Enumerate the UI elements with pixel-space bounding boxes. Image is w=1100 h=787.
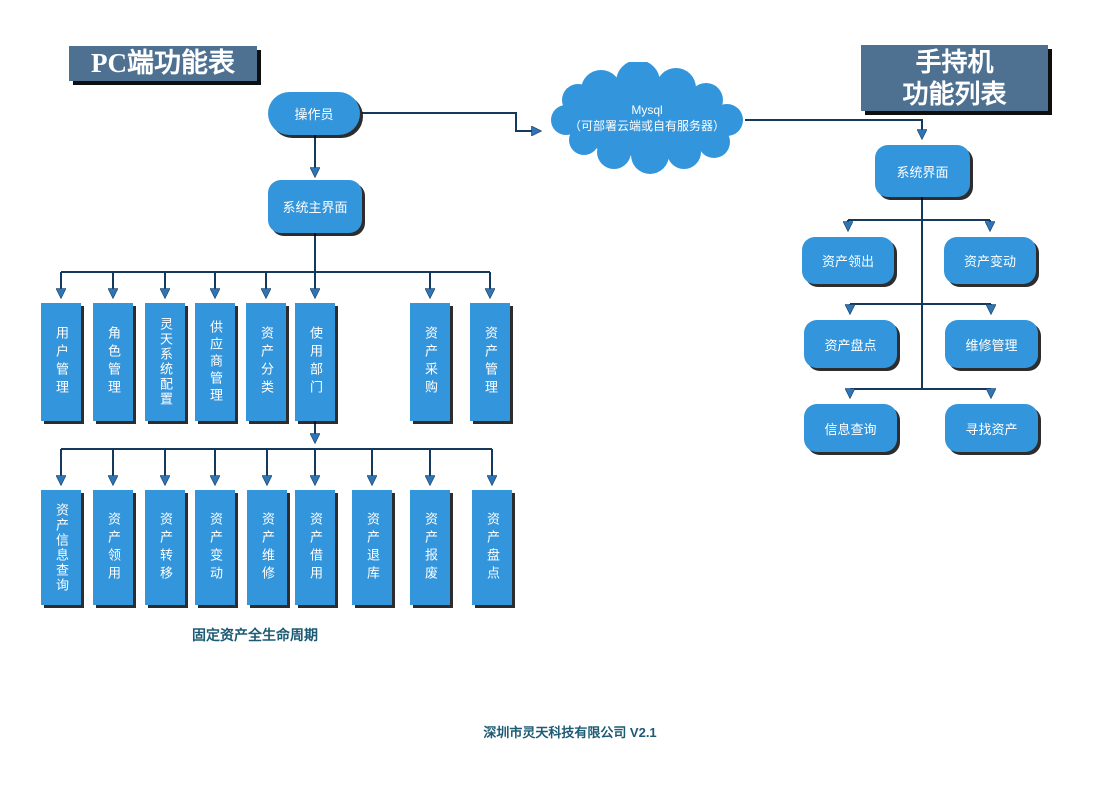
node-hh-asset-change: 资产变动 (944, 237, 1036, 284)
node-asset-change: 资产变动 (195, 490, 235, 605)
node-asset-borrow: 资产借用 (295, 490, 335, 605)
node-operator: 操作员 (268, 92, 360, 135)
node-hh-system-screen: 系统界面 (875, 145, 970, 197)
node-asset-scrap: 资产报废 (410, 490, 450, 605)
mysql-cloud-line1: Mysql (631, 103, 663, 117)
mysql-cloud-shape (551, 62, 743, 174)
pc-section-title: PC端功能表 (69, 46, 257, 81)
node-asset-management: 资产管理 (470, 303, 510, 421)
node-hh-repair-management: 维修管理 (945, 320, 1038, 368)
node-using-department: 使用部门 (295, 303, 335, 421)
node-asset-purchase: 资产采购 (410, 303, 450, 421)
node-asset-return: 资产退库 (352, 490, 392, 605)
node-asset-repair: 资产维修 (247, 490, 287, 605)
handheld-title-line1: 手持机 (915, 48, 994, 77)
node-supplier-management: 供应商管理 (195, 303, 235, 421)
node-role-management: 角色管理 (93, 303, 133, 421)
node-system-config: 灵天系统配置 (145, 303, 185, 421)
node-user-management: 用户管理 (41, 303, 81, 421)
mysql-cloud-line2: （可部署云端或自有服务器） (568, 119, 725, 133)
handheld-section-title: 手持机 功能列表 (861, 45, 1048, 111)
node-asset-transfer: 资产转移 (145, 490, 185, 605)
node-hh-find-asset: 寻找资产 (945, 404, 1038, 452)
company-footer: 深圳市灵天科技有限公司 V2.1 (483, 725, 657, 740)
pc-tree-connectors (61, 112, 540, 484)
mysql-cloud-label: Mysql （可部署云端或自有服务器） (546, 62, 748, 174)
node-hh-asset-checkout: 资产领出 (802, 237, 894, 284)
handheld-tree-connectors (745, 119, 991, 397)
node-hh-info-query: 信息查询 (804, 404, 897, 452)
node-asset-receive: 资产领用 (93, 490, 133, 605)
node-asset-category: 资产分类 (246, 303, 286, 421)
lifecycle-caption: 固定资产全生命周期 (192, 627, 318, 643)
node-asset-inventory: 资产盘点 (472, 490, 512, 605)
node-asset-info-query: 资产信息查询 (41, 490, 81, 605)
handheld-title-line2: 功能列表 (902, 80, 1007, 109)
node-main-screen: 系统主界面 (268, 180, 362, 233)
node-hh-asset-inventory: 资产盘点 (804, 320, 897, 368)
